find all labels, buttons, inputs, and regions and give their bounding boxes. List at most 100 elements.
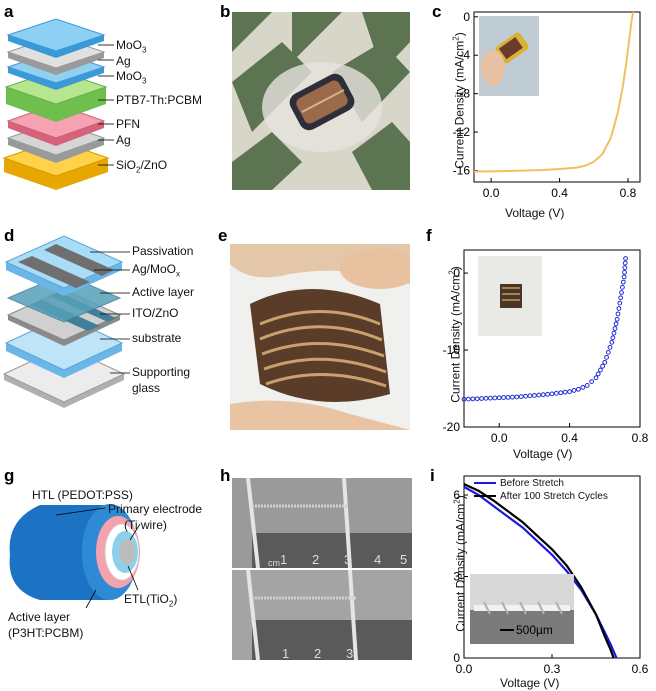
f-data-point <box>532 393 537 398</box>
panel-label-h: h <box>220 466 231 485</box>
photo-flexible-cell-on-cloth <box>230 244 410 430</box>
f-data-point <box>620 279 626 285</box>
i-xtick-label: 0.3 <box>544 662 561 676</box>
f-data-point <box>549 391 555 397</box>
f-data-point <box>554 390 559 396</box>
panel-label-e: e <box>218 226 228 245</box>
f-data-point <box>618 295 624 301</box>
f-data-point <box>536 392 542 398</box>
photo-fiber-stretch-bottom <box>232 570 412 660</box>
panel-label-a: a <box>4 2 14 21</box>
f-data-point <box>620 284 625 290</box>
label-p3ht: (P3HT:PCBM) <box>8 626 84 640</box>
label-ptb7: PTB7-Th:PCBM <box>116 93 203 107</box>
f-data-point <box>600 363 605 369</box>
f-data-point <box>621 274 627 280</box>
label-ti-wire: (Ti wire) <box>124 518 167 532</box>
f-data-point <box>613 321 619 327</box>
i-xtick-label: 0.6 <box>632 662 649 676</box>
panel-label-b: b <box>220 2 231 21</box>
inset-sem-i: 500µm <box>470 574 574 644</box>
f-data-point <box>576 386 581 392</box>
f-data-point <box>558 390 564 396</box>
f-data-point <box>562 389 568 395</box>
f-data-point <box>510 394 515 400</box>
f-data-point <box>540 392 546 398</box>
panel-label-d: d <box>4 226 15 245</box>
f-data-point <box>518 394 524 400</box>
label-glass: glass <box>132 381 161 395</box>
inset-scalebar-label: 500µm <box>516 623 553 637</box>
label-ito-zno: ITO/ZnO <box>132 306 179 320</box>
panel-label-c: c <box>432 2 442 21</box>
f-data-point <box>580 384 586 390</box>
ruler-top-4: 4 <box>374 552 382 567</box>
label-passivation: Passivation <box>132 244 194 258</box>
f-data-point <box>602 359 608 365</box>
legend-before-stretch: Before Stretch <box>474 478 564 489</box>
f-data-point <box>527 393 533 399</box>
f-data-point <box>622 269 627 275</box>
f-data-point <box>505 394 511 400</box>
legend-after-stretch: After 100 Stretch Cycles <box>474 491 608 502</box>
f-data-point <box>607 344 613 350</box>
ruler-top-5: 5 <box>400 552 408 567</box>
inset-photo-f <box>478 256 542 336</box>
f-data-point <box>589 379 594 384</box>
f-data-point <box>605 349 611 355</box>
f-data-point <box>483 395 489 401</box>
label-sio2-zno: SiO2/ZnO <box>116 158 168 175</box>
label-ag-top: Ag <box>116 54 131 68</box>
f-data-point <box>474 396 480 402</box>
chart-c-ylabel: Current Density (mA/cm2) <box>451 32 467 169</box>
f-data-point <box>584 383 590 388</box>
f-data-point <box>514 394 520 400</box>
f-xtick-label: 0.0 <box>491 431 508 445</box>
label-primary-electrode: Primary electrode <box>108 502 203 516</box>
label-moo3-top: MoO3 <box>116 38 147 55</box>
chart-f-xlabel: Voltage (V) <box>513 447 573 461</box>
f-data-point <box>604 354 609 360</box>
f-data-point <box>595 371 601 377</box>
f-data-point <box>609 339 615 345</box>
label-substrate: substrate <box>132 331 182 345</box>
f-data-point <box>615 311 621 317</box>
label-active-layer: Active layer <box>132 285 195 299</box>
i-ytick-label: 0 <box>453 651 460 665</box>
label-pfn: PFN <box>116 117 140 131</box>
f-data-point <box>492 395 498 401</box>
c-xtick-label: 0.4 <box>551 186 568 200</box>
ruler-bottom-2: 2 <box>314 646 322 661</box>
ruler-top-3: 3 <box>344 552 352 567</box>
f-data-point <box>611 330 617 336</box>
panel-label-g: g <box>4 466 15 485</box>
chart-c-xlabel: Voltage (V) <box>505 206 565 220</box>
f-data-point <box>466 396 471 402</box>
f-data-point <box>545 391 550 397</box>
f-data-point <box>617 300 623 306</box>
inset-photo-c <box>479 16 539 96</box>
f-data-point <box>622 260 628 266</box>
ruler-bottom-3: 3 <box>346 646 354 661</box>
f-data-point <box>496 395 502 401</box>
f-xtick-label: 0.8 <box>632 431 649 445</box>
label-active-layer-g: Active layer <box>8 610 71 624</box>
label-ag-moox: Ag/MoOx <box>132 262 181 279</box>
c-ytick-label: 0 <box>463 10 470 24</box>
f-data-point <box>598 367 603 373</box>
f-data-point <box>523 393 528 399</box>
f-data-point <box>488 395 493 401</box>
chart-i-ylabel: Current Density (mA/cm2) <box>452 495 468 632</box>
i-xtick-label: 0.0 <box>456 662 473 676</box>
panel-label-i: i <box>430 466 435 485</box>
ruler-top-cm: cm <box>268 558 280 568</box>
f-data-point <box>567 389 572 395</box>
c-xtick-label: 0.8 <box>620 186 637 200</box>
legend-swatch-after <box>474 495 496 498</box>
f-data-point <box>616 306 622 311</box>
f-data-point <box>501 395 507 400</box>
ruler-top-2: 2 <box>312 552 320 567</box>
f-data-point <box>571 388 577 393</box>
f-data-point <box>612 326 618 331</box>
f-data-point <box>622 265 628 271</box>
